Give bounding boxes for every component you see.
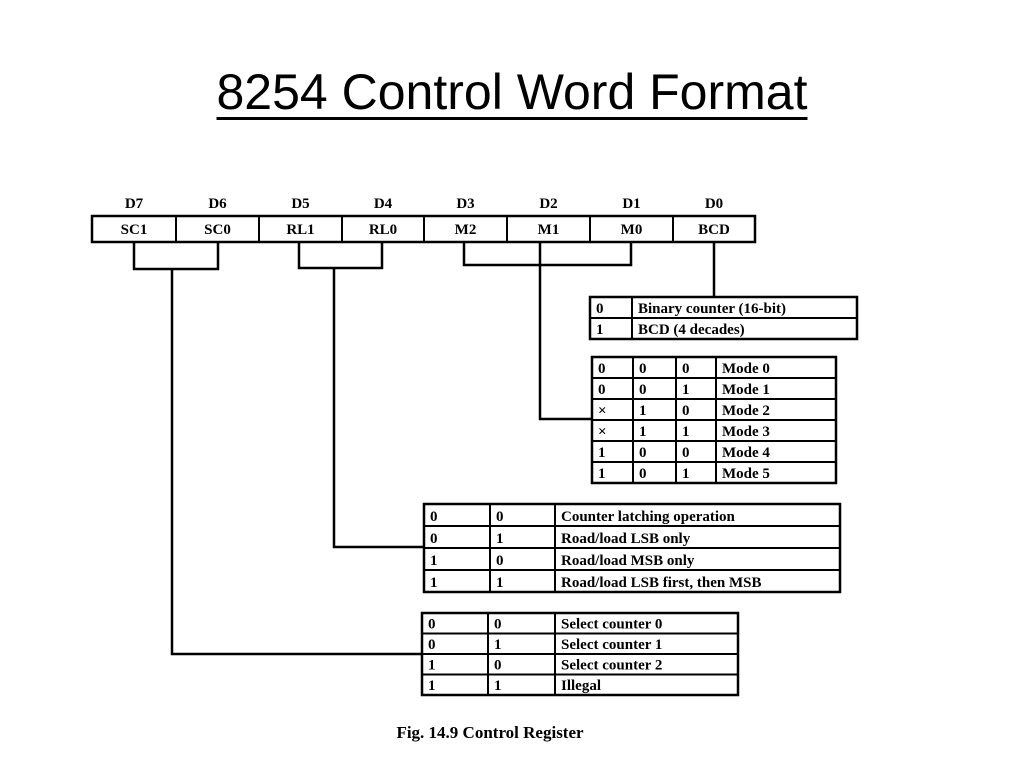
mode-bracket <box>462 242 633 267</box>
sc-table-cell: 0 <box>494 658 502 674</box>
field-rl1: RL1 <box>286 222 314 238</box>
rl-table-cell: 0 <box>496 509 504 525</box>
slide-title: 8254 Control Word Format <box>216 64 808 120</box>
mode-table-cell: 0 <box>682 361 690 377</box>
mode-table-cell: 1 <box>598 466 606 482</box>
mode-table-cell: Mode 3 <box>722 424 770 440</box>
mode-table-cell: 0 <box>639 361 647 377</box>
bit-label-d4: D4 <box>374 196 393 212</box>
bit-label-d7: D7 <box>125 196 144 212</box>
mode-table-cell: Mode 5 <box>722 466 770 482</box>
mode-table-cell: 1 <box>639 424 647 440</box>
mode-table-cell: × <box>598 403 607 419</box>
rl-table-cell: Road/load LSB first, then MSB <box>561 575 761 591</box>
rl-table-cell: 1 <box>496 575 504 591</box>
field-sc1: SC1 <box>121 222 148 238</box>
rl-table-cell: 0 <box>430 531 438 547</box>
mode-table-cell: 1 <box>639 403 647 419</box>
bit-label-d2: D2 <box>539 196 557 212</box>
mode-table-cell: Mode 0 <box>722 361 770 377</box>
bcd-table-cell: 1 <box>596 322 604 338</box>
mode-table-cell: 0 <box>639 466 647 482</box>
rl-table-cell: 0 <box>496 553 504 569</box>
sc-table-cell: 1 <box>428 678 436 694</box>
mode-table-cell: 0 <box>598 361 606 377</box>
sc-table-cell: Select counter 2 <box>561 658 662 674</box>
sc-table-cell: 0 <box>428 637 436 653</box>
mode-table-cell: 1 <box>682 466 690 482</box>
field-sc0: SC0 <box>204 222 231 238</box>
mode-table-cell: 0 <box>682 403 690 419</box>
rl-table-cell: Road/load MSB only <box>561 553 695 569</box>
field-bcd: BCD <box>698 222 730 238</box>
sc-bracket <box>132 242 220 271</box>
rl-table-cell: 1 <box>496 531 504 547</box>
mode-table-cell: Mode 4 <box>722 445 770 461</box>
bcd-table-cell: Binary counter (16-bit) <box>638 301 786 317</box>
field-m2: M2 <box>455 222 477 238</box>
bit-label-d0: D0 <box>705 196 723 212</box>
rl-table-cell: 0 <box>430 509 438 525</box>
bit-label-d5: D5 <box>291 196 309 212</box>
sc-table-cell: 1 <box>494 678 502 694</box>
mode-connector <box>538 242 592 421</box>
rl-table-cell: Road/load LSB only <box>561 531 691 547</box>
sc-table-cell: 0 <box>428 617 436 633</box>
connector-lines <box>132 242 716 656</box>
sc-table-cell: Select counter 1 <box>561 637 662 653</box>
bcd-table-cell: BCD (4 decades) <box>638 322 745 338</box>
bcd-table-cell: 0 <box>596 301 604 317</box>
rl-connector <box>332 268 424 549</box>
mode-table-cell: 0 <box>639 445 647 461</box>
mode-table-cell: 0 <box>682 445 690 461</box>
field-rl0: RL0 <box>369 222 397 238</box>
bit-label-d6: D6 <box>208 196 227 212</box>
field-m0: M0 <box>621 222 643 238</box>
mode-table-cell: 0 <box>598 382 606 398</box>
mode-table-cell: 1 <box>682 424 690 440</box>
rl-table-cell: 1 <box>430 553 438 569</box>
mode-table-cell: Mode 1 <box>722 382 770 398</box>
mode-table-cell: 0 <box>639 382 647 398</box>
mode-table-cell: 1 <box>598 445 606 461</box>
sc-table-cell: 0 <box>494 617 502 633</box>
sc-table-cell: 1 <box>494 637 502 653</box>
mode-table-cell: Mode 2 <box>722 403 770 419</box>
mode-table-cell: 1 <box>682 382 690 398</box>
sc-connector <box>170 269 422 656</box>
bit-label-d1: D1 <box>622 196 640 212</box>
bcd-table: 0 Binary counter (16-bit) 1 BCD (4 decades) <box>588 295 859 341</box>
rl-table-cell: 1 <box>430 575 438 591</box>
rl-table-cell: Counter latching operation <box>561 509 736 525</box>
bit-label-d3: D3 <box>456 196 474 212</box>
figure-caption: Fig. 14.9 Control Register <box>396 723 584 742</box>
sc-table-cell: Illegal <box>561 678 601 694</box>
mode-table-cell: × <box>598 424 607 440</box>
rl-bracket <box>297 242 384 270</box>
field-m1: M1 <box>538 222 560 238</box>
sc-table-cell: 1 <box>428 658 436 674</box>
sc-table-cell: Select counter 0 <box>561 617 662 633</box>
